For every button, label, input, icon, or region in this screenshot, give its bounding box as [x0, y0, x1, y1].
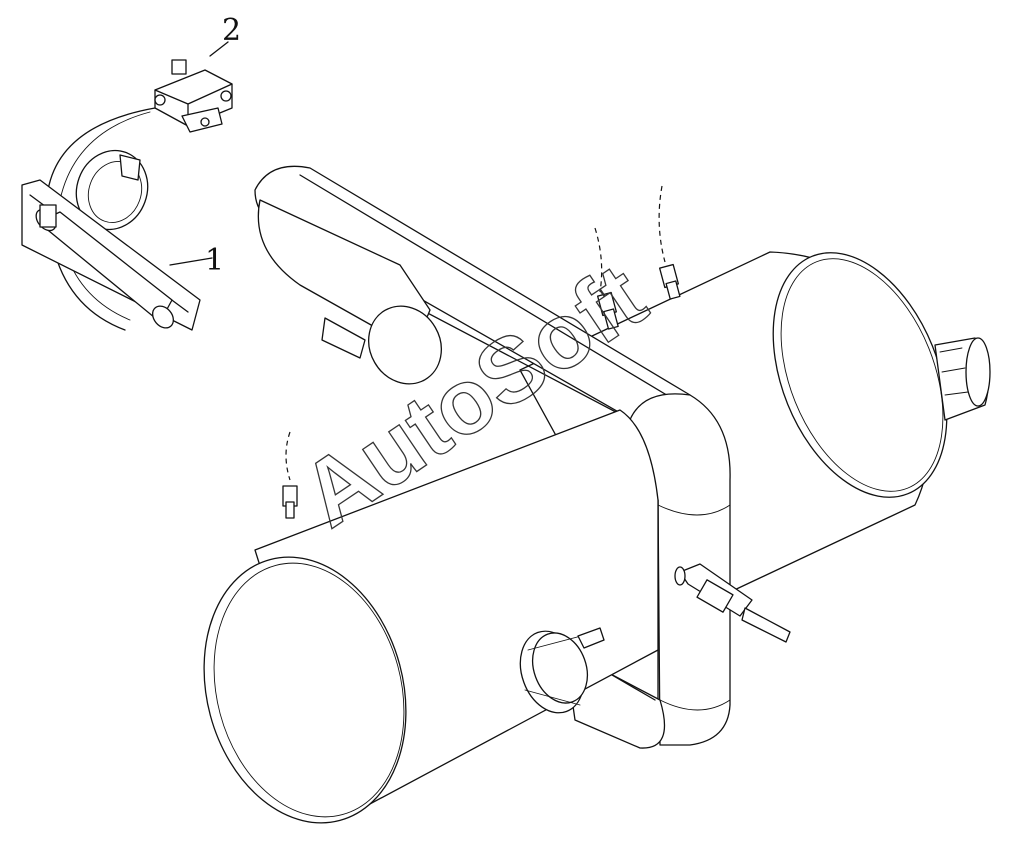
- temperature-sensor: [674, 563, 791, 643]
- top-sensor-middle: [594, 227, 619, 330]
- pipe-clamp: [519, 627, 605, 714]
- top-sensor-left: [282, 431, 298, 519]
- upper-cross-pipe: [254, 165, 691, 431]
- front-muffler: [203, 409, 659, 824]
- callout-label-2: 2: [222, 13, 241, 48]
- callout-label-1: 1: [205, 243, 224, 278]
- solenoid-valve: [154, 41, 233, 133]
- bracket-assembly: [21, 149, 213, 331]
- top-sensor-right: [658, 185, 681, 300]
